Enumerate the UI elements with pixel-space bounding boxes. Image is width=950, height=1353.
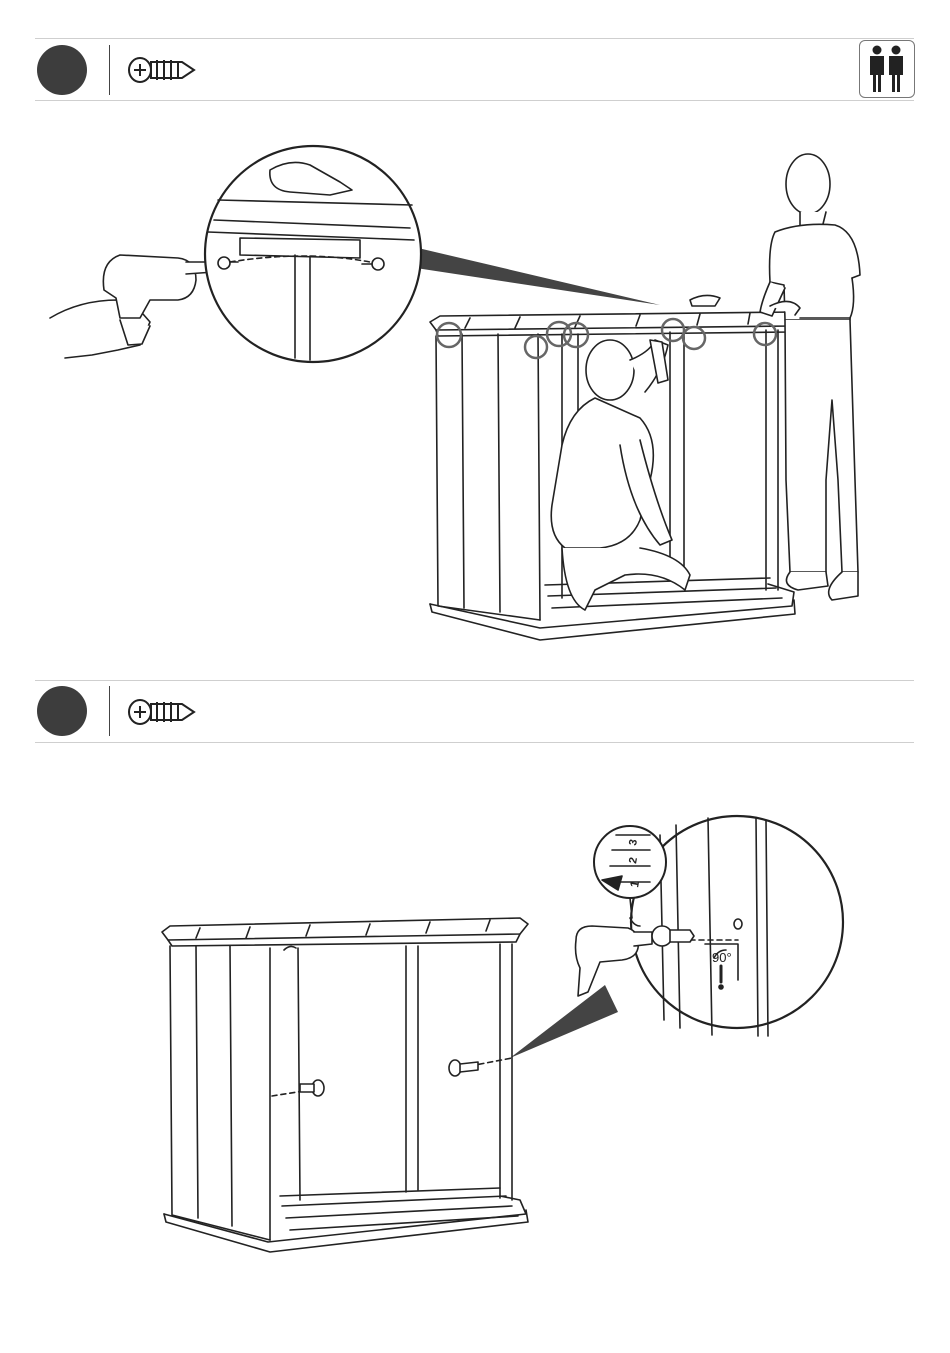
- step2-bottom-rule: [35, 742, 914, 743]
- step2-illustration: 90° 3 2 1: [0, 760, 950, 1320]
- step1-number-badge: [37, 45, 87, 95]
- kneeling-person: [551, 340, 690, 610]
- two-person-icon: [859, 40, 915, 98]
- step1-divider: [109, 45, 110, 95]
- step2-number-badge: [37, 686, 87, 736]
- zoom-detail-roof-screw: [205, 146, 421, 362]
- angle-label: 90°: [712, 950, 732, 965]
- step2-top-rule: [35, 680, 914, 681]
- screw-icon: [124, 50, 196, 90]
- step1-top-rule: [35, 38, 914, 39]
- drill-hand: [50, 255, 214, 358]
- zoom-pointer-wedge: [416, 248, 660, 305]
- zoom-pointer-wedge: [510, 985, 618, 1058]
- standing-person: [690, 154, 860, 600]
- screw-icon: [124, 692, 196, 732]
- wall-screws: [272, 1058, 512, 1096]
- shed-outline-step2: [162, 918, 528, 1252]
- step1-illustration: [0, 100, 950, 660]
- step2-divider: [109, 686, 110, 736]
